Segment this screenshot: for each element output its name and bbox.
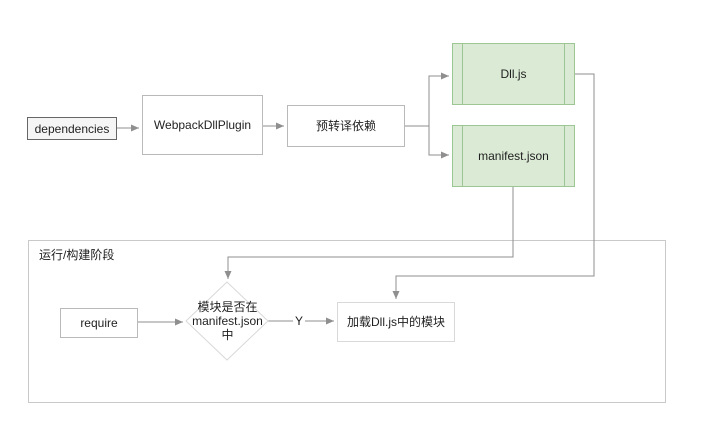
node-dll-js-label: Dll.js [500, 67, 527, 81]
node-require-label: require [80, 316, 118, 330]
edge-dlljs-to-load [392, 73, 595, 299]
node-load-dll-module[interactable]: 加载Dll.js中的模块 [337, 302, 455, 342]
node-manifest-json[interactable]: manifest.json [452, 125, 575, 187]
node-dependencies-label: dependencies [34, 121, 110, 136]
node-pre-transpile[interactable]: 预转译依赖 [287, 105, 405, 147]
node-manifest-json-label: manifest.json [478, 149, 549, 163]
edge-pretranspile-to-dlljs [405, 72, 449, 127]
node-load-dll-module-label: 加载Dll.js中的模块 [347, 315, 445, 329]
node-dll-js[interactable]: Dll.js [452, 43, 575, 105]
node-webpack-dll-plugin[interactable]: WebpackDllPlugin [142, 95, 263, 155]
node-pre-transpile-label: 预转译依赖 [315, 119, 376, 133]
runtime-phase-label: 运行/构建阶段 [39, 248, 115, 262]
node-require[interactable]: require [60, 308, 138, 338]
edge-manifest-to-decision [224, 187, 514, 279]
node-webpack-dll-plugin-label: WebpackDllPlugin [153, 118, 252, 132]
branch-yes-label: Y [293, 314, 306, 328]
edge-pretranspile-to-manifest [428, 126, 449, 159]
decision-diamond-label: 模块是否在 manifest.json 中 [192, 300, 263, 342]
node-dependencies[interactable]: dependencies [27, 117, 117, 140]
decision-diamond[interactable] [185, 281, 269, 361]
